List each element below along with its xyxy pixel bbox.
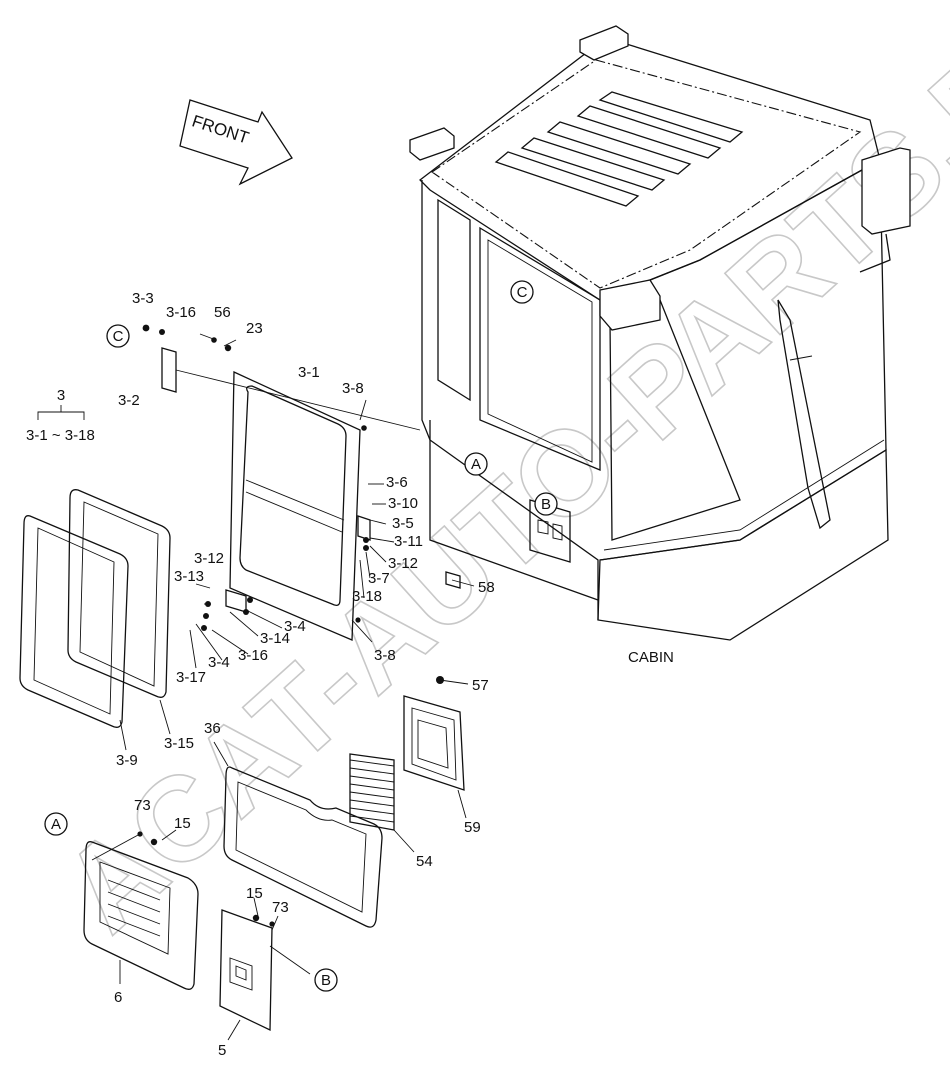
callout-c-cabin: C [510, 280, 534, 304]
part-label: 59 [464, 819, 481, 836]
part-label: 73 [272, 899, 289, 916]
part-label: 3-4 [208, 654, 230, 671]
gasket-36 [223, 766, 383, 928]
cabin-label: CABIN [628, 649, 674, 666]
part-label: 3-8 [342, 380, 364, 397]
part-label: 3-14 [260, 630, 290, 647]
part-label: 23 [246, 320, 263, 337]
panel-6 [83, 841, 199, 990]
part-label: 15 [246, 885, 263, 902]
part-label: 3-10 [388, 495, 418, 512]
housing-59 [403, 695, 465, 791]
part-label: 3-3 [132, 290, 154, 307]
part-label: 3-9 [116, 752, 138, 769]
part-label: 3-16 [166, 304, 196, 321]
part-label: 3-6 [386, 474, 408, 491]
door-frame [229, 370, 361, 641]
callout-b-cabin-label: B [541, 496, 551, 513]
fasteners [137, 324, 444, 927]
callout-a-bottom-label: A [51, 816, 61, 833]
callout-b-bottom: B [314, 968, 338, 992]
part-label: 58 [478, 579, 495, 596]
leader-lines [91, 333, 475, 1041]
part-label: 57 [472, 677, 489, 694]
callout-b-bottom-label: B [321, 972, 331, 989]
part-label: 3-11 [394, 533, 423, 550]
part-labels: 3-3 3-16 56 23 3-2 3-1 3-8 3-8 3-6 3-10 … [114, 290, 495, 1059]
group-range: 3-1 ~ 3-18 [26, 427, 95, 444]
group-number: 3 [57, 387, 65, 404]
watermark: ACAT-AUTO-PARTS.RU [37, 0, 950, 958]
part-label: 73 [134, 797, 151, 814]
part-label: 3-2 [118, 392, 140, 409]
callout-c-cabin-label: C [517, 284, 528, 301]
part-label: 3-5 [392, 515, 414, 532]
lock-parts [225, 515, 461, 613]
part-label: 3-18 [352, 588, 382, 605]
part-label: 3-4 [284, 618, 306, 635]
callout-b-cabin: B [534, 492, 558, 516]
part-label: 5 [218, 1042, 226, 1059]
panel-5 [219, 909, 273, 1032]
part-label: 36 [204, 720, 221, 737]
front-arrow: FRONT [179, 99, 293, 186]
callout-a-bottom: A [44, 812, 68, 836]
cabin-body [409, 25, 911, 641]
callout-c-top-label: C [113, 328, 124, 345]
part-label: 54 [416, 853, 433, 870]
filter-54 [349, 753, 395, 831]
part-label: 3-13 [174, 568, 204, 585]
group-bracket [37, 405, 85, 420]
part-label: 3-17 [176, 669, 206, 686]
part-label: 3-12 [194, 550, 224, 567]
hinge-bracket-3-2 [161, 347, 177, 393]
door-seals [19, 489, 171, 728]
callout-a-cabin-label: A [471, 456, 481, 473]
part-label: 3-7 [368, 570, 390, 587]
part-label: 6 [114, 989, 122, 1006]
part-label: 15 [174, 815, 191, 832]
part-label: 3-8 [374, 647, 396, 664]
watermark-text: ACAT-AUTO-PARTS.RU [38, 0, 950, 957]
part-label: 3-1 [298, 364, 320, 381]
callout-a-cabin: A [464, 452, 488, 476]
callout-c-top: C [106, 324, 130, 348]
part-label: 3-15 [164, 735, 194, 752]
part-label: 3-16 [238, 647, 268, 664]
part-label: 3-12 [388, 555, 418, 572]
part-label: 56 [214, 304, 231, 321]
